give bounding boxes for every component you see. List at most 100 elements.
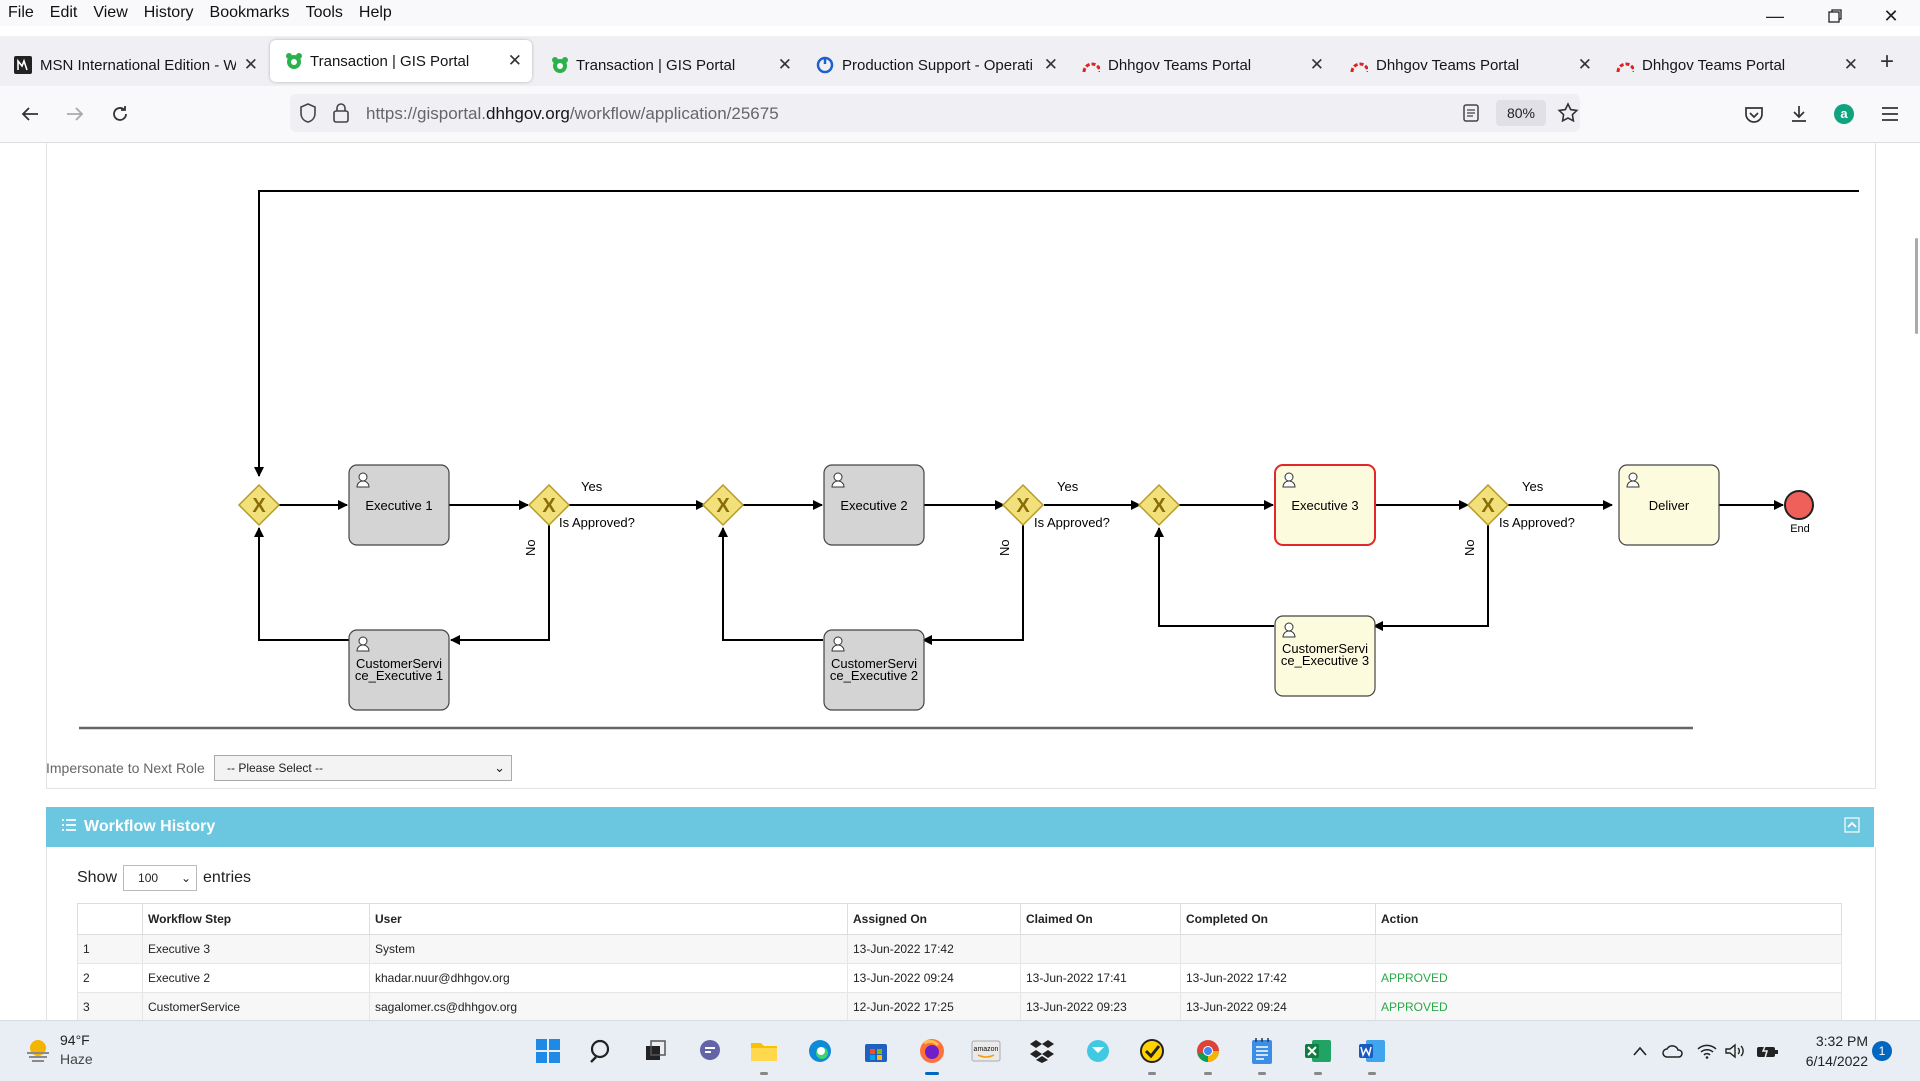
close-tab-icon[interactable]: ✕ — [1309, 55, 1324, 74]
menu-tools[interactable]: Tools — [305, 4, 343, 21]
close-window-icon[interactable]: ✕ — [1883, 5, 1899, 26]
column-header-completed-on[interactable]: Completed On — [1180, 903, 1376, 935]
column-header-workflow-step[interactable]: Workflow Step — [142, 903, 370, 935]
column-header-claimed-on[interactable]: Claimed On — [1020, 903, 1181, 935]
svg-text:Executive 1: Executive 1 — [365, 498, 432, 513]
tab-teams-portal-1[interactable]: Dhhgov Teams Portal ✕ — [1068, 44, 1334, 86]
menu-help[interactable]: Help — [358, 4, 392, 21]
svg-text:amazon: amazon — [974, 1046, 999, 1053]
page-scrollbar[interactable] — [1908, 143, 1920, 1020]
chevron-down-icon: ⌄ — [494, 760, 505, 775]
tab-production-support[interactable]: Production Support - Operati ✕ — [802, 44, 1068, 86]
running-indicator — [1368, 1072, 1376, 1075]
column-header-user[interactable]: User — [369, 903, 848, 935]
no-label: No — [523, 539, 538, 556]
menu-edit[interactable]: Edit — [49, 4, 78, 21]
chrome-icon[interactable] — [1192, 1035, 1224, 1075]
close-tab-icon[interactable]: ✕ — [1577, 55, 1592, 74]
task-customerservice-executive-3[interactable]: CustomerServi ce_Executive 3 — [1274, 615, 1376, 697]
start-icon[interactable] — [532, 1035, 564, 1067]
is-approved-label: Is Approved? — [1034, 515, 1110, 530]
wifi-icon[interactable] — [1694, 1035, 1720, 1067]
system-clock[interactable]: 3:32 PM 6/14/2022 — [1790, 1031, 1868, 1071]
account-extension-icon[interactable]: a — [1830, 100, 1858, 128]
word-icon[interactable] — [1356, 1035, 1388, 1075]
onedrive-icon[interactable] — [1660, 1035, 1686, 1067]
tab-teams-portal-3[interactable]: Dhhgov Teams Portal ✕ — [1602, 44, 1868, 86]
task-executive-2[interactable]: Executive 2 — [823, 464, 925, 546]
bookmark-star-icon[interactable] — [1556, 101, 1580, 130]
search-icon[interactable] — [586, 1035, 618, 1067]
edge-icon[interactable] — [804, 1035, 836, 1067]
close-tab-icon[interactable]: ✕ — [777, 55, 792, 74]
reload-icon[interactable] — [106, 100, 134, 128]
lock-icon[interactable] — [332, 102, 350, 129]
notepad-icon[interactable] — [1246, 1035, 1278, 1075]
task-view-icon[interactable] — [640, 1035, 672, 1067]
chevron-up-icon[interactable] — [1628, 1035, 1652, 1067]
menu-file[interactable]: File — [8, 4, 34, 21]
close-tab-icon[interactable]: ✕ — [507, 51, 522, 70]
tab-msn[interactable]: MSN International Edition - W ✕ — [0, 44, 268, 86]
back-icon[interactable] — [16, 100, 44, 128]
collapse-icon[interactable] — [1844, 817, 1860, 838]
close-tab-icon[interactable]: ✕ — [1843, 55, 1858, 74]
task-customerservice-executive-2[interactable]: CustomerServi ce_Executive 2 — [823, 629, 925, 711]
task-executive-1[interactable]: Executive 1 — [348, 464, 450, 546]
weather-widget[interactable]: 94°F Haze — [24, 1031, 93, 1069]
url-bar[interactable]: https://gisportal.dhhgov.org/workflow/ap… — [290, 94, 1580, 132]
task-executive-3-active[interactable]: Executive 3 — [1274, 464, 1376, 546]
task-customerservice-executive-1[interactable]: CustomerServi ce_Executive 1 — [348, 629, 450, 711]
file-explorer-icon[interactable] — [748, 1035, 780, 1075]
svg-text:X: X — [252, 495, 266, 517]
scrollbar-thumb[interactable] — [1915, 238, 1918, 334]
task-deliver[interactable]: Deliver — [1618, 464, 1720, 546]
cell-assigned-on: 13-Jun-2022 17:42 — [847, 934, 1021, 964]
svg-text:X: X — [1016, 495, 1030, 517]
norton-icon[interactable] — [1136, 1035, 1168, 1075]
menu-view[interactable]: View — [93, 4, 128, 21]
close-tab-icon[interactable]: ✕ — [1043, 55, 1058, 74]
svg-text:X: X — [1152, 495, 1166, 517]
workflow-history-table: Workflow Step User Assigned On Claimed O… — [77, 903, 1842, 1020]
column-header-action[interactable]: Action — [1375, 903, 1842, 935]
end-event: End — [1784, 490, 1814, 535]
menu-bookmarks[interactable]: Bookmarks — [209, 4, 290, 21]
column-header-index[interactable] — [77, 903, 143, 935]
impersonate-role-select[interactable]: -- Please Select -- ⌄ — [214, 755, 512, 781]
close-tab-icon[interactable]: ✕ — [243, 55, 258, 74]
forward-icon[interactable] — [61, 100, 89, 128]
notification-badge[interactable]: 1 — [1872, 1041, 1892, 1061]
messaging-icon[interactable] — [1082, 1035, 1114, 1067]
volume-icon[interactable] — [1722, 1035, 1748, 1067]
battery-charging-icon[interactable] — [1754, 1035, 1782, 1067]
url-text[interactable]: https://gisportal.dhhgov.org/workflow/ap… — [366, 104, 779, 123]
tab-transaction-active[interactable]: Transaction | GIS Portal ✕ — [270, 40, 532, 82]
zoom-level-button[interactable]: 80% — [1496, 100, 1546, 126]
tab-teams-portal-2[interactable]: Dhhgov Teams Portal ✕ — [1336, 44, 1602, 86]
downloads-icon[interactable] — [1785, 100, 1813, 128]
restore-icon[interactable] — [1812, 0, 1858, 32]
reader-view-icon[interactable] — [1462, 102, 1480, 129]
cell-assigned-on: 12-Jun-2022 17:25 — [847, 992, 1021, 1020]
table-row: 2 Executive 2 khadar.nuur@dhhgov.org 13-… — [77, 963, 1842, 993]
tab-transaction[interactable]: Transaction | GIS Portal ✕ — [536, 44, 802, 86]
page-size-select[interactable]: 100 ⌄ — [123, 865, 198, 891]
store-icon[interactable] — [860, 1035, 892, 1067]
excel-icon[interactable] — [1302, 1035, 1334, 1075]
workflow-diagram: X X X X X — [79, 190, 1859, 730]
yes-label: Yes — [581, 479, 603, 494]
amazon-icon[interactable]: amazon — [970, 1035, 1002, 1067]
firefox-icon[interactable] — [916, 1035, 948, 1075]
menu-history[interactable]: History — [143, 4, 194, 21]
new-tab-icon[interactable]: + — [1880, 48, 1895, 75]
hamburger-menu-icon[interactable] — [1876, 100, 1904, 128]
cell-completed-on — [1180, 934, 1376, 964]
support-icon — [816, 56, 834, 74]
minimize-icon[interactable]: — — [1766, 5, 1784, 26]
column-header-assigned-on[interactable]: Assigned On — [847, 903, 1021, 935]
dropbox-icon[interactable] — [1026, 1035, 1058, 1067]
pocket-icon[interactable] — [1740, 100, 1768, 128]
teams-chat-icon[interactable] — [694, 1035, 726, 1067]
shield-icon[interactable] — [298, 102, 318, 129]
